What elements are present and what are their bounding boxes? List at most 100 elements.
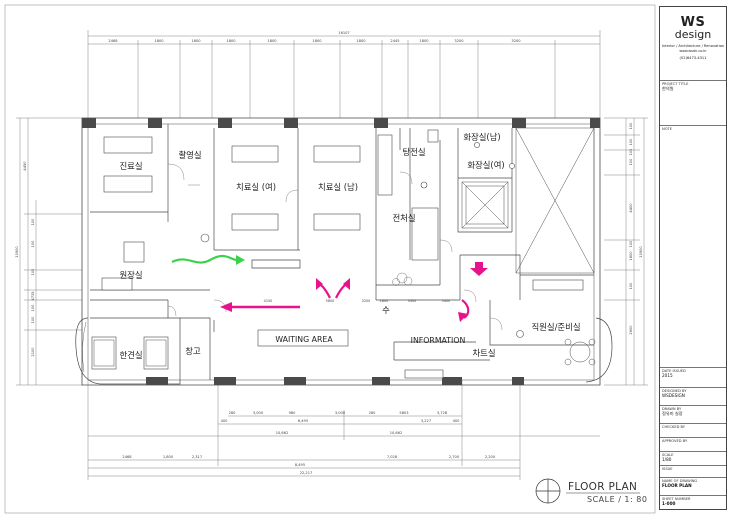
- notes-cell: NOTE: [660, 125, 726, 367]
- project-title-cell: PROJECT TITLE 한의원: [660, 80, 726, 125]
- floor-plan-title: FLOOR PLAN: [568, 481, 638, 493]
- sheet-title-cell: NAME OF DRAWING FLOOR PLAN: [660, 477, 726, 495]
- dim-left-total: 10900: [15, 246, 19, 258]
- dim-bottom: 3,728: [437, 411, 448, 415]
- company-logo: WS design Interior / Architecture / Reno…: [660, 7, 726, 79]
- dim-left: 4735: [31, 291, 35, 300]
- structural-columns: [82, 118, 600, 385]
- logo-tagline: Interior / Architecture / Renovation: [661, 44, 725, 48]
- sheet-title: FLOOR PLAN: [662, 483, 692, 489]
- meeting-table: [93, 338, 596, 367]
- dim-right-total: 10900: [639, 246, 643, 258]
- dim-top: 1800: [226, 39, 236, 43]
- room-label-tea: 차트실: [472, 348, 495, 358]
- dim-inner: 1800: [380, 299, 389, 303]
- dim-top: 2445: [390, 39, 399, 43]
- title-north-symbol: [535, 478, 561, 504]
- dim-left: 4450: [23, 161, 27, 171]
- drawn-value: 정유미 실장: [662, 411, 683, 417]
- plants: [392, 272, 413, 286]
- room-label-tang: 탕전실: [402, 147, 425, 157]
- room-label-su: 수: [382, 305, 390, 315]
- dim-bottom: 8,495: [295, 463, 305, 467]
- dim-right: 1800: [629, 251, 633, 261]
- room-label-toilet-male: 화장실(남): [463, 132, 500, 142]
- logo-subtitle: design: [674, 28, 712, 41]
- dim-left: 100: [31, 240, 35, 248]
- room-label-treat-female: 치료실 (여): [236, 182, 276, 192]
- right-dimensions: [604, 117, 648, 386]
- dim-right: 100: [629, 122, 633, 130]
- sheet-number: 1-000: [662, 501, 676, 507]
- dim-top: 1800: [154, 39, 164, 43]
- sheet-number-label: SHEET NUMBER: [662, 497, 691, 501]
- scale-label: SCALE: [662, 453, 674, 457]
- dim-bottom: 3,000: [253, 411, 264, 415]
- outer-walls: [81, 117, 601, 386]
- dim-top: 1800: [312, 39, 322, 43]
- logo-website: www.wsdn.co.kr: [679, 49, 707, 53]
- green-flow-arrow: [171, 254, 245, 265]
- logo-phone: (02)6473-4311: [679, 56, 707, 60]
- dim-top-total: 16107: [338, 31, 349, 35]
- stair-shaft: [461, 127, 595, 274]
- dim-right: 100: [629, 158, 633, 166]
- furniture: [91, 129, 584, 379]
- approved-label: APPROVED BY: [662, 439, 688, 443]
- designed-cell: DESIGNED BY WSDESIGN: [660, 387, 726, 405]
- top-dimensions: [87, 30, 601, 118]
- dim-top: 2468: [108, 39, 118, 43]
- dim-bottom: 2,200: [485, 455, 496, 459]
- room-label-information: INFORMATION: [411, 336, 466, 345]
- dim-top: 3200: [454, 39, 464, 43]
- dim-inner: 3200: [362, 299, 371, 303]
- dim-bottom: 6,495: [298, 419, 308, 423]
- dim-bottom: 10,662: [390, 431, 403, 435]
- room-label-health: 한견실: [119, 350, 142, 360]
- drawn-label: DRAWN BY: [662, 407, 682, 411]
- bottom-dimensions: [87, 380, 600, 480]
- pink-flow-arrows: [220, 262, 488, 322]
- checked-cell: CHECKED BY: [660, 423, 726, 437]
- room-label-storage: 창고: [185, 346, 201, 356]
- date-label: DATE ISSUED: [662, 369, 686, 373]
- dim-inner: 4150: [264, 299, 273, 303]
- dim-right: 100: [629, 282, 633, 290]
- project-title-label: PROJECT TITLE: [662, 82, 689, 86]
- room-label-pharm: 원장실: [119, 270, 142, 280]
- logo-brand: WS: [680, 15, 706, 30]
- dim-bottom: 3,000: [335, 411, 346, 415]
- notes-label: NOTE: [662, 127, 672, 131]
- title-block: WS design Interior / Architecture / Reno…: [659, 6, 727, 510]
- dim-right: 2600: [629, 325, 633, 335]
- dim-bottom: 980: [289, 411, 297, 415]
- dim-bottom: 400: [453, 419, 461, 423]
- issue-label: ISSUE: [662, 467, 673, 471]
- dim-right: 100: [629, 148, 633, 156]
- dim-top: 1800: [267, 39, 277, 43]
- dim-top: 1800: [356, 39, 366, 43]
- dim-top: 1800: [191, 39, 201, 43]
- dim-left: 2100: [31, 347, 35, 357]
- room-label-staff: 직원실/준비실: [531, 322, 580, 332]
- dim-bottom: 2,700: [449, 455, 460, 459]
- approved-cell: APPROVED BY: [660, 437, 726, 451]
- dim-top: 1800: [419, 39, 429, 43]
- sheet-title-label: NAME OF DRAWING: [662, 479, 698, 483]
- room-label-toilet-female: 화장실(여): [467, 160, 504, 170]
- dim-left: 100: [31, 218, 35, 226]
- dim-bottom: 280: [369, 411, 377, 415]
- dim-bottom: 280: [229, 411, 237, 415]
- dim-bottom: 5803: [399, 411, 408, 415]
- interior-walls: [90, 124, 594, 380]
- bay-window-right: [585, 317, 613, 383]
- dim-inner: 3300: [408, 299, 417, 303]
- dim-left: 100: [31, 304, 35, 312]
- room-label-exam: 진료실: [119, 161, 142, 171]
- designed-label: DESIGNED BY: [662, 389, 687, 393]
- dim-bottom: 400: [221, 419, 229, 423]
- dim-left: 100: [31, 268, 35, 276]
- room-label-pre: 전처실: [392, 213, 415, 223]
